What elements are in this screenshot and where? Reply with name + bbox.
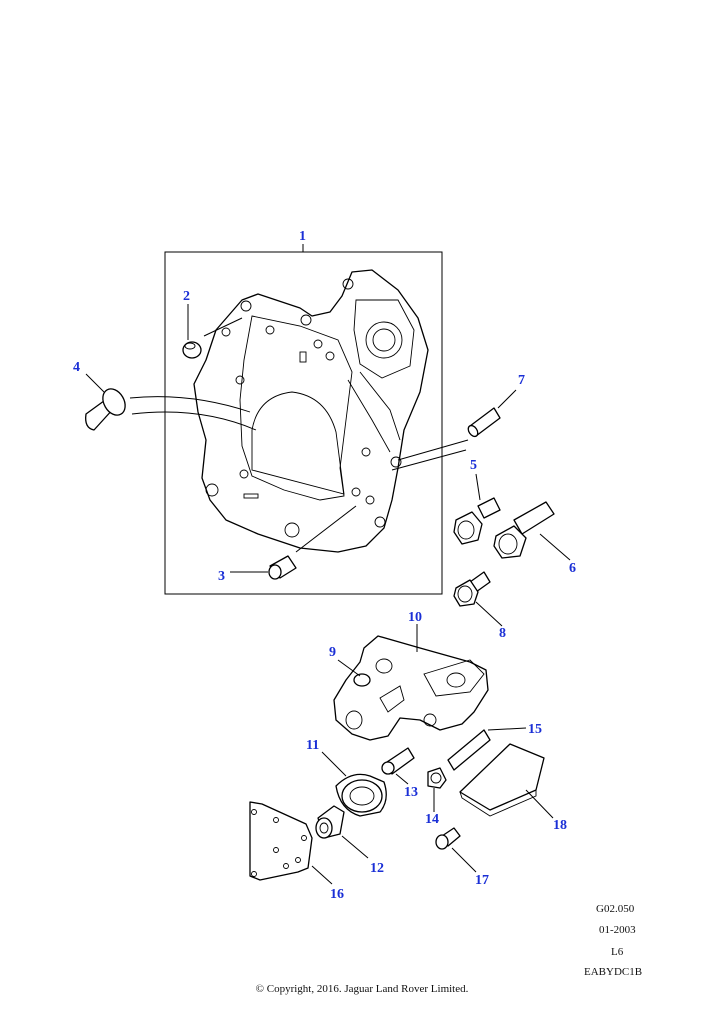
callout-4: 4	[73, 360, 80, 375]
copyright-notice: © Copyright, 2016. Jaguar Land Rover Lim…	[255, 983, 469, 995]
plug-part-9	[353, 673, 371, 687]
nut-part-14	[427, 767, 447, 789]
bolt-part-17	[435, 827, 461, 850]
callout-16: 16	[330, 887, 344, 902]
callout-10: 10	[408, 610, 422, 625]
callout-14: 14	[425, 812, 439, 827]
timing-cover	[193, 269, 429, 553]
bolt-part-8	[453, 571, 491, 607]
revision-date: 01-2003	[599, 924, 636, 936]
callout-9: 9	[329, 645, 336, 660]
stud-part-15	[447, 729, 491, 771]
stud-part-7	[467, 407, 501, 438]
bolt-part-5	[453, 497, 501, 545]
reference-code: G02.050	[596, 903, 635, 915]
seal-part-4	[85, 388, 257, 431]
bolt-part-6	[493, 501, 555, 559]
bracket-part-10	[333, 635, 489, 741]
gasket-part-16	[249, 801, 313, 881]
shield-part-18	[459, 743, 545, 817]
pulley-part-11	[335, 773, 387, 817]
callout-15: 15	[528, 722, 542, 737]
stud-part-13	[381, 747, 415, 775]
callout-5: 5	[470, 458, 477, 473]
callout-13: 13	[404, 785, 418, 800]
dowel-part-3	[268, 555, 297, 580]
callout-8: 8	[499, 626, 506, 641]
callout-11: 11	[306, 738, 319, 753]
spacer-part-12	[315, 805, 345, 839]
callout-18: 18	[553, 818, 567, 833]
callout-7: 7	[518, 373, 525, 388]
leader-lines	[85, 244, 571, 885]
callout-12: 12	[370, 861, 384, 876]
callout-2: 2	[183, 289, 190, 304]
callout-6: 6	[569, 561, 576, 576]
plug-part-2	[182, 341, 202, 359]
engine-variant: L6	[611, 946, 624, 958]
callout-1: 1	[299, 229, 306, 244]
callout-17: 17	[475, 873, 489, 888]
callout-3: 3	[218, 569, 225, 584]
drawing-id: EABYDC1B	[584, 966, 643, 978]
